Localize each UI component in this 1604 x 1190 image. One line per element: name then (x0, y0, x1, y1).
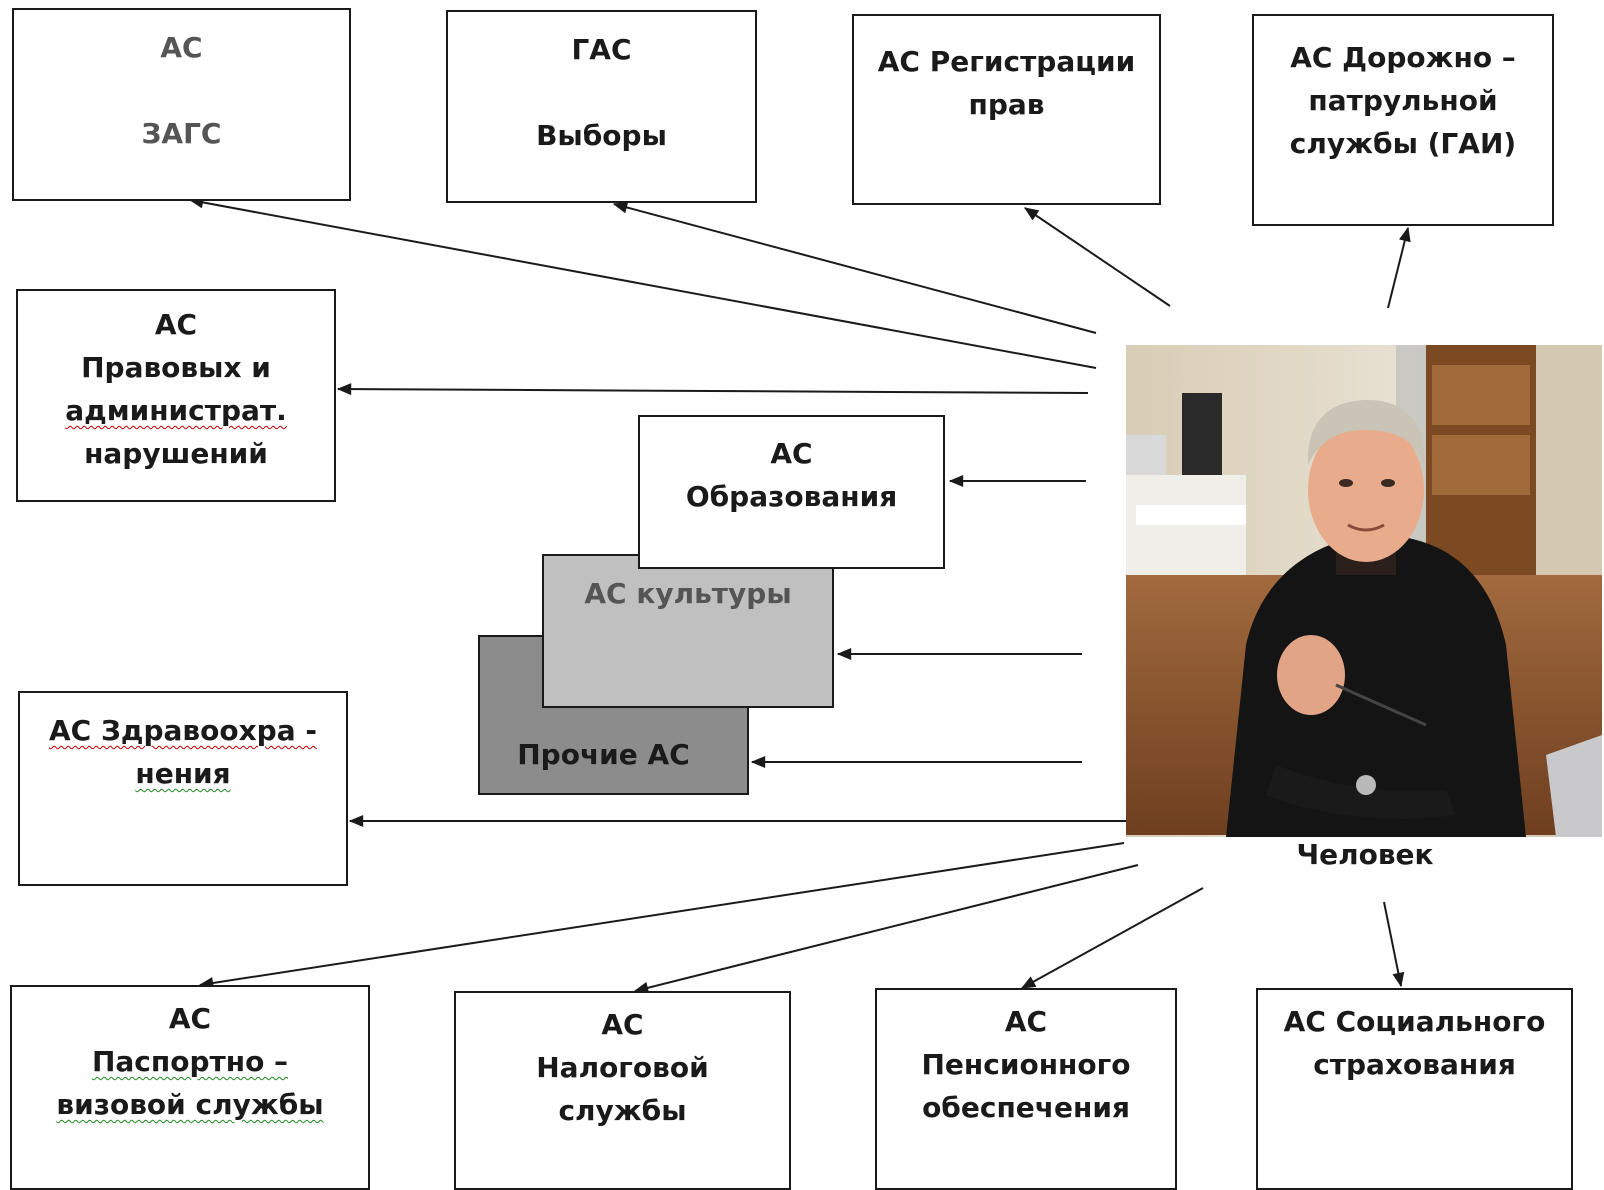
tax-line-1: АС (601, 1008, 644, 1041)
spacer (448, 71, 755, 114)
healthcare-line-2: нения (135, 757, 231, 790)
elections-box: ГАС Выборы (446, 10, 757, 203)
passport-visa-line-1: АС (168, 1002, 212, 1035)
education-box: АС Образования (638, 415, 945, 569)
education-line-2: Образования (685, 480, 898, 513)
social-insurance-line-2: страхования (1313, 1048, 1516, 1081)
spacer (14, 69, 349, 112)
social-insurance-line-1: АС Социального (1283, 1005, 1546, 1038)
arrow-to-pension (1020, 887, 1204, 989)
education-line-1: АС (770, 437, 813, 470)
elections-line-1: ГАС (571, 33, 632, 66)
zags-box: АС ЗАГС (12, 8, 351, 201)
culture-box: АС культуры (542, 554, 834, 708)
arrow-to-legal-admin (336, 383, 1089, 396)
arrow-to-tax (633, 864, 1139, 994)
passport-visa-box: АС Паспортно – визовой службы (10, 985, 370, 1190)
arrow-to-elections (612, 201, 1097, 334)
other-box: Прочие АС (478, 635, 749, 795)
other-label: Прочие АС (517, 738, 690, 771)
tax-line-3: службы (558, 1094, 687, 1127)
arrow-to-zags (188, 196, 1097, 369)
legal-admin-line-4: нарушений (84, 437, 268, 470)
healthcare-line-1: АС Здравоохра - (49, 714, 317, 747)
road-patrol-line-2: патрульной (1308, 84, 1498, 117)
zags-line-2: ЗАГС (141, 117, 222, 150)
passport-visa-line-3: визовой службы (56, 1088, 324, 1121)
pension-box: АС Пенсионного обеспечения (875, 988, 1177, 1190)
arrow-to-passport-visa (198, 842, 1125, 989)
arrow-to-social-insurance (1383, 901, 1405, 988)
road-patrol-line-1: АС Дорожно – (1290, 41, 1516, 74)
zags-line-1: АС (160, 31, 203, 64)
rights-registration-line-1: АС Регистрации (877, 45, 1136, 78)
person-photo (1126, 345, 1602, 837)
person-caption: Человек (1296, 838, 1434, 871)
pension-line-3: обеспечения (922, 1091, 1130, 1124)
tax-line-2: Налоговой (536, 1051, 709, 1084)
tax-box: АС Налоговой службы (454, 991, 791, 1190)
rights-registration-line-2: прав (968, 88, 1045, 121)
legal-admin-line-2: Правовых и (81, 351, 271, 384)
elections-line-2: Выборы (536, 119, 667, 152)
legal-admin-box: АС Правовых и администрат. нарушений (16, 289, 336, 502)
road-patrol-line-3: службы (ГАИ) (1289, 127, 1517, 160)
arrow-to-road-patrol (1387, 226, 1411, 309)
road-patrol-box: АС Дорожно – патрульной службы (ГАИ) (1252, 14, 1554, 226)
legal-admin-line-1: АС (154, 308, 198, 341)
healthcare-box: АС Здравоохра - нения (18, 691, 348, 886)
pension-line-1: АС (1004, 1005, 1048, 1038)
rights-registration-box: АС Регистрации прав (852, 14, 1161, 205)
person-image (1126, 345, 1602, 837)
culture-label: АС культуры (584, 577, 792, 610)
legal-admin-line-3: администрат. (65, 394, 287, 427)
arrow-to-rights-registration (1024, 207, 1171, 307)
pension-line-2: Пенсионного (921, 1048, 1131, 1081)
passport-visa-line-2: Паспортно – (91, 1045, 289, 1078)
social-insurance-box: АС Социального страхования (1256, 988, 1573, 1190)
